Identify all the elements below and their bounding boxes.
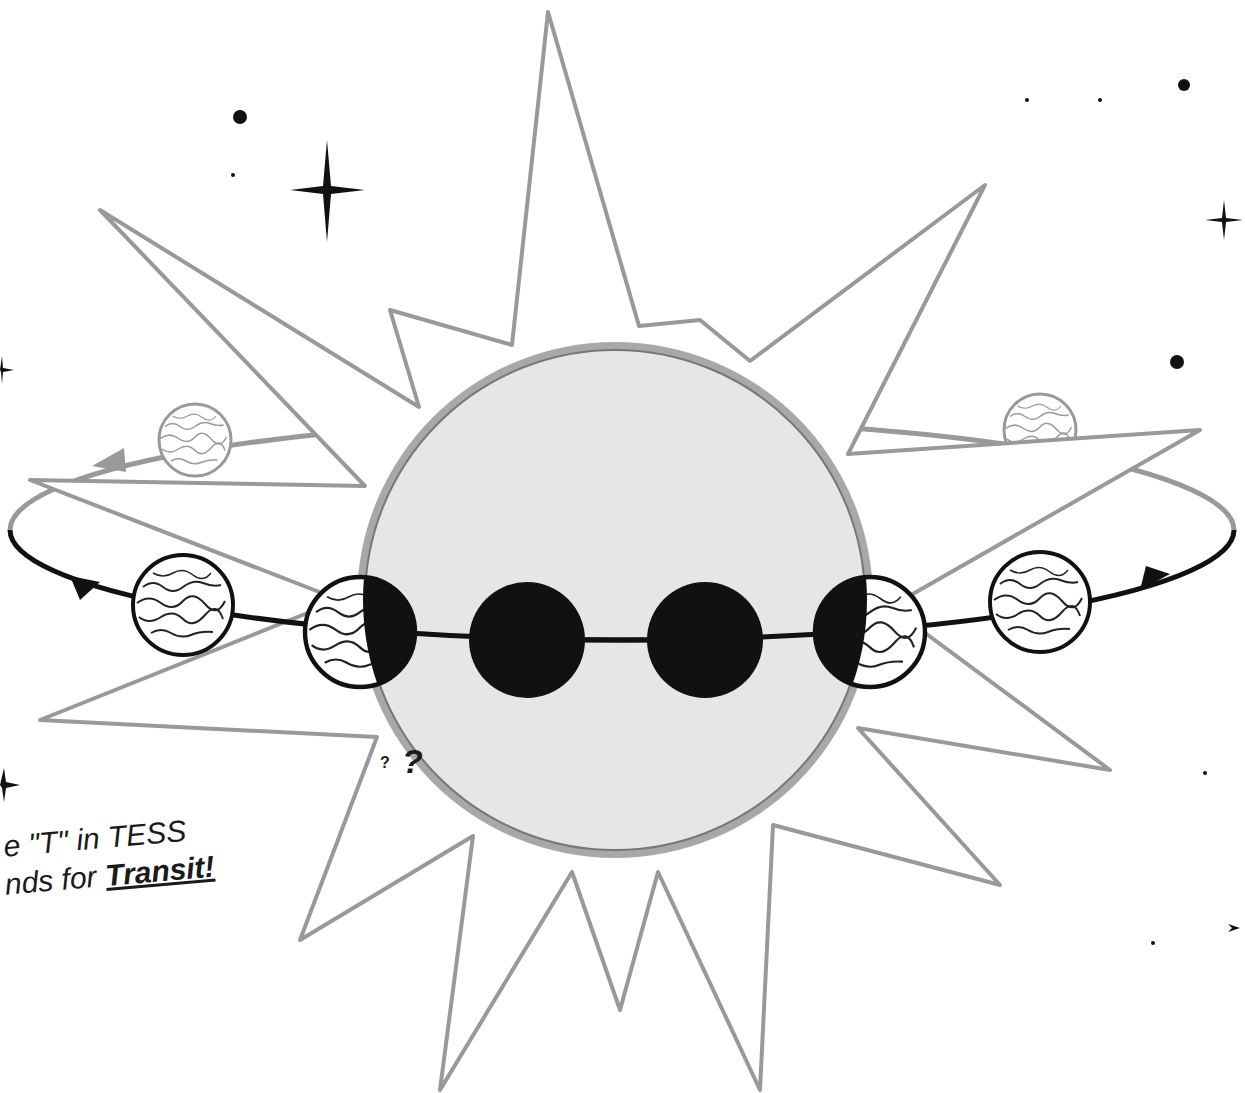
arrowhead bbox=[1140, 566, 1170, 590]
planet bbox=[990, 552, 1090, 652]
sun-rim bbox=[357, 342, 873, 858]
planet bbox=[305, 577, 415, 687]
caption-text: nds for bbox=[3, 858, 98, 904]
caption-group: e "T" in TESS nds forTransit! bbox=[0, 810, 216, 904]
caption-emphasis: Transit! bbox=[104, 848, 216, 895]
arrowhead bbox=[70, 576, 100, 600]
question-mark: ? bbox=[380, 754, 390, 772]
planet bbox=[133, 555, 233, 655]
question-mark: ? bbox=[402, 742, 423, 781]
planet-back bbox=[159, 404, 231, 476]
planet-shadow bbox=[815, 577, 925, 687]
planet bbox=[815, 577, 925, 687]
stars bbox=[0, 79, 1243, 945]
planet-transit bbox=[469, 582, 585, 698]
planet-transit bbox=[647, 582, 763, 698]
sun-disc bbox=[365, 350, 865, 850]
planet-shadow bbox=[305, 577, 415, 687]
arrowhead bbox=[92, 448, 126, 472]
sun-rays bbox=[30, 12, 1200, 1090]
